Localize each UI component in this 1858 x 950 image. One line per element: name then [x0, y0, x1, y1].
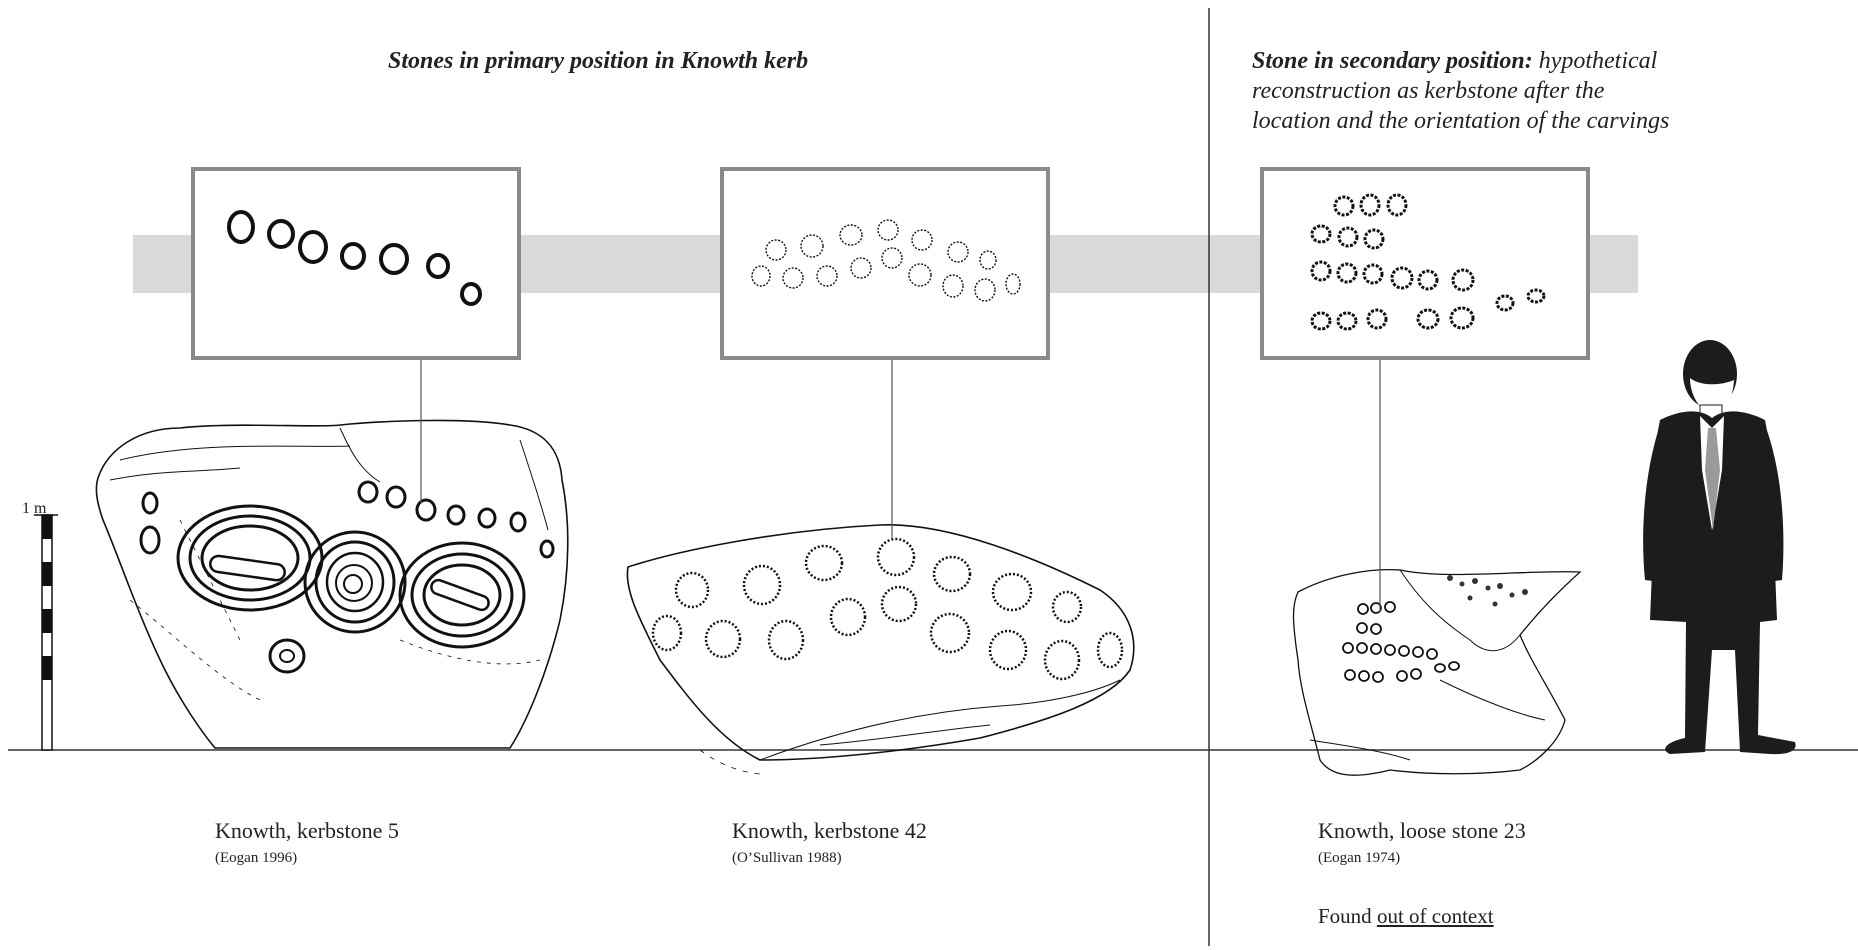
- caption-citation-kerbstone-42: (O’Sullivan 1988): [732, 850, 842, 866]
- secondary-heading-bold: Stone in secondary position:: [1252, 48, 1533, 74]
- secondary-heading: Stone in secondary position: hypothetica…: [1252, 46, 1812, 136]
- kerbstone-5-drawing: [95, 419, 569, 749]
- secondary-heading-line3: location and the orientation of the carv…: [1252, 108, 1670, 134]
- loose-stone-23-drawing: [1292, 569, 1582, 776]
- detail-box-loose-stone-23: [1260, 167, 1590, 360]
- found-note-prefix: Found: [1318, 904, 1372, 928]
- scale-bar: [34, 514, 58, 751]
- detail-box-kerbstone-42: [720, 167, 1050, 360]
- human-scale-figure: [1643, 340, 1796, 755]
- caption-title-kerbstone-5: Knowth, kerbstone 5: [215, 818, 399, 843]
- caption-citation-kerbstone-5: (Eogan 1996): [215, 850, 298, 866]
- kerbstone-42-drawing: [626, 524, 1135, 775]
- detail-box-kerbstone-5: [191, 167, 521, 360]
- primary-heading: Stones in primary position in Knowth ker…: [388, 48, 809, 74]
- secondary-heading-line2: reconstruction as kerbstone after the: [1252, 78, 1605, 104]
- out-of-context-link: out of context: [1376, 904, 1494, 928]
- scale-label: 1 m: [22, 500, 47, 517]
- secondary-heading-line1: hypothetical: [1538, 48, 1658, 74]
- caption-title-kerbstone-42: Knowth, kerbstone 42: [732, 818, 927, 843]
- found-note: Found out of context: [1318, 904, 1494, 929]
- caption-title-loose-stone-23: Knowth, loose stone 23: [1318, 818, 1526, 843]
- caption-citation-loose-stone-23: (Eogan 1974): [1318, 850, 1401, 866]
